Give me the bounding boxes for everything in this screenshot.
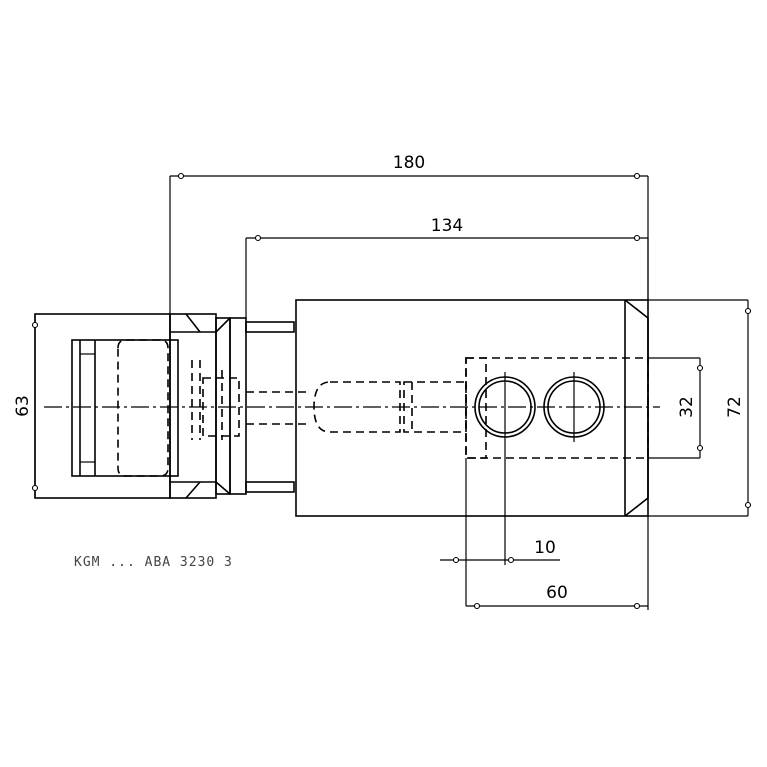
dimension-180-label: 180 <box>393 153 425 173</box>
hole-pattern-outline <box>465 357 649 459</box>
dimension-overall-length: 180 <box>169 153 649 314</box>
main-block <box>295 299 649 517</box>
dimension-hole-offset: 10 <box>440 458 560 606</box>
flange <box>169 313 295 499</box>
hole-slot <box>465 357 487 459</box>
dimension-holder-diameter: 63 <box>13 314 39 498</box>
dimension-134-label: 134 <box>431 216 463 236</box>
dimension-hole-spacing: 32 <box>648 357 704 459</box>
dimension-10-label: 10 <box>534 538 556 558</box>
dimension-63-label: 63 <box>13 395 33 417</box>
dimension-hole-pattern-width: 60 <box>466 516 649 610</box>
dimension-72-label: 72 <box>725 396 745 418</box>
holder-body <box>34 313 179 499</box>
dimension-body-length: 134 <box>245 216 649 318</box>
dimension-body-height: 72 <box>648 299 752 517</box>
dimension-60-label: 60 <box>546 583 568 603</box>
dimension-32-label: 32 <box>677 396 697 418</box>
part-number-label: KGM ... ABA 3230 3 <box>74 555 233 570</box>
